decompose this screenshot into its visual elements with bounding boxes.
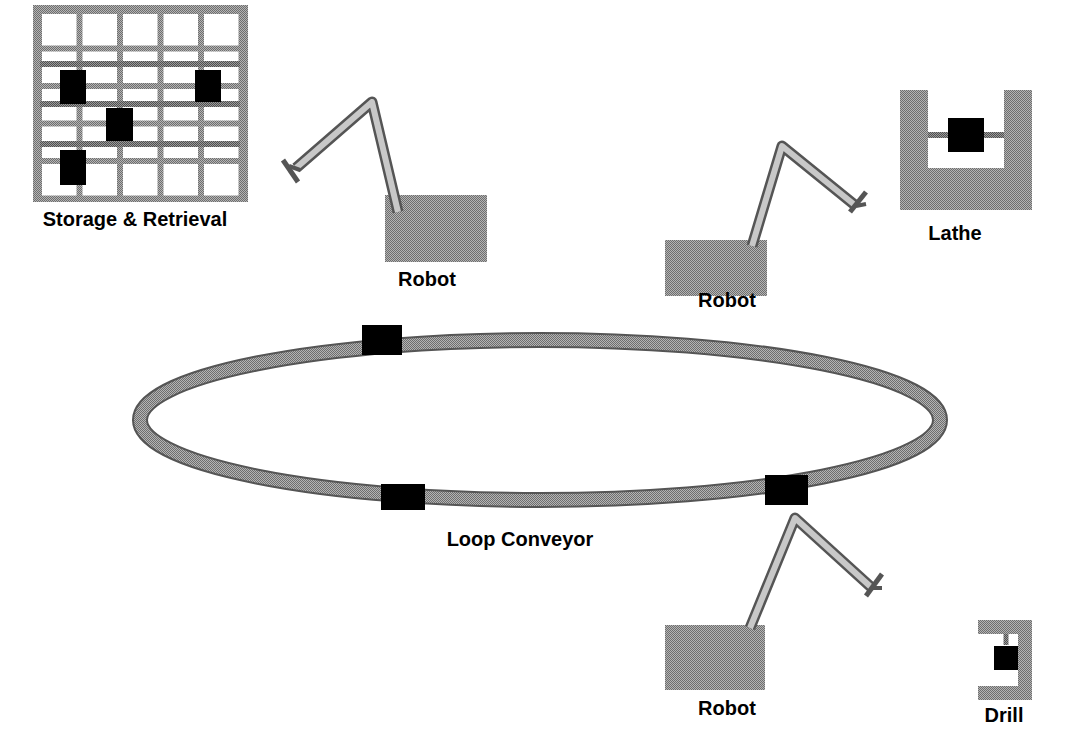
loop-conveyor bbox=[140, 325, 940, 510]
component-label: Storage & Retrieval bbox=[43, 208, 228, 231]
lathe bbox=[900, 90, 1032, 210]
robot-arm bbox=[283, 102, 487, 262]
robot-arm bbox=[665, 146, 866, 296]
robot-arm bbox=[665, 518, 882, 690]
component-label: Loop Conveyor bbox=[447, 528, 594, 551]
storage-rack bbox=[33, 5, 248, 202]
component-label: Robot bbox=[698, 289, 756, 312]
component-label: Robot bbox=[398, 268, 456, 291]
drill bbox=[978, 620, 1032, 700]
component-label: Lathe bbox=[928, 222, 981, 245]
component-label: Robot bbox=[698, 697, 756, 720]
component-label: Drill bbox=[985, 704, 1024, 727]
